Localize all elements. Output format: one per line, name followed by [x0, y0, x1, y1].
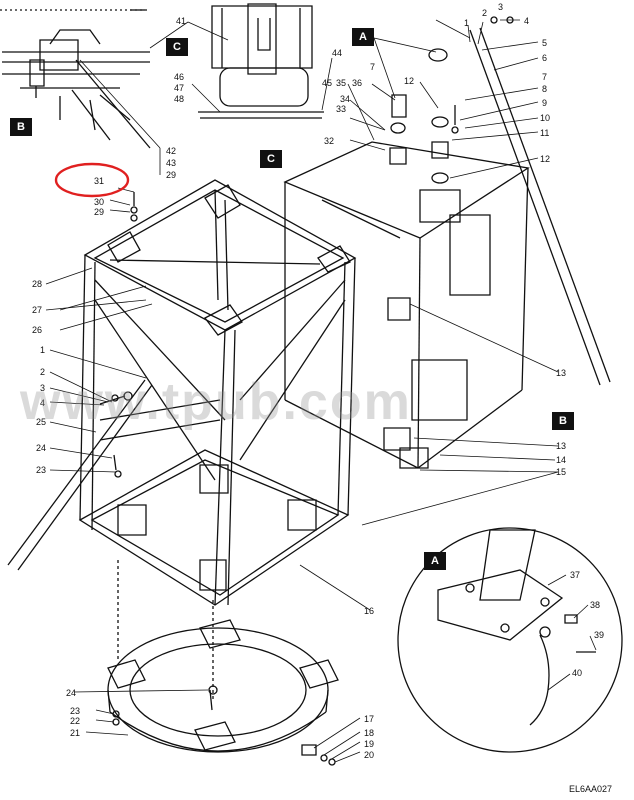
callout-18: 18	[364, 728, 375, 738]
callout-20: 20	[364, 750, 375, 760]
callout-10: 10	[540, 113, 551, 123]
callout-5: 5	[542, 38, 548, 48]
callout-9: 9	[542, 98, 548, 108]
callout-40: 40	[572, 668, 583, 678]
detail-badge-c-frame: C	[260, 150, 282, 168]
callout-24: 24	[36, 443, 47, 453]
callout-25: 25	[36, 417, 47, 427]
callout-19: 19	[364, 739, 375, 749]
callout-41: 41	[176, 16, 187, 26]
callout-8: 8	[542, 84, 548, 94]
watermark: www.tpub.com	[20, 373, 412, 431]
callout-2: 2	[40, 367, 46, 377]
callout-28: 28	[32, 279, 43, 289]
callout-12-left: 12	[404, 76, 415, 86]
callout-12-right: 12	[540, 154, 551, 164]
detail-badge-a-inset: A	[424, 552, 446, 570]
callout-2-top: 2	[482, 8, 488, 18]
callout-36: 36	[352, 78, 363, 88]
detail-badge-c: C	[166, 38, 188, 56]
detail-c-inset	[198, 4, 324, 118]
callout-11: 11	[540, 128, 550, 138]
detail-badge-b-cabinet: B	[552, 412, 574, 430]
callout-7-left: 7	[370, 62, 376, 72]
callout-31: 31	[94, 176, 105, 186]
equipment-cabinet	[285, 49, 528, 468]
detail-badge-b: B	[10, 118, 32, 136]
callout-21: 21	[70, 728, 81, 738]
callout-16: 16	[364, 606, 375, 616]
callout-17: 17	[364, 714, 375, 724]
callout-23-ring: 23	[70, 706, 81, 716]
highlight-ring	[56, 164, 128, 196]
callout-45: 45	[322, 78, 333, 88]
callout-3-top: 3	[498, 2, 504, 12]
callout-3: 3	[40, 383, 46, 393]
callout-13-upper: 13	[556, 368, 567, 378]
callout-39: 39	[594, 630, 605, 640]
callout-48: 48	[174, 94, 185, 104]
callout-43: 43	[166, 158, 177, 168]
callout-6: 6	[542, 53, 548, 63]
callout-35: 35	[336, 78, 347, 88]
callout-44: 44	[332, 48, 343, 58]
callout-22: 22	[70, 716, 81, 726]
callout-26: 26	[32, 325, 43, 335]
detail-a-inset	[398, 528, 622, 752]
callout-34: 34	[340, 94, 351, 104]
small-hardware	[100, 17, 513, 765]
callout-7: 7	[542, 72, 548, 82]
callout-47: 47	[174, 83, 185, 93]
callout-30: 30	[94, 197, 105, 207]
callout-13-lower: 13	[556, 441, 567, 451]
callout-1-top: 1	[464, 18, 470, 28]
callout-15: 15	[556, 467, 567, 477]
strut-bars	[8, 28, 610, 570]
callout-37: 37	[570, 570, 581, 580]
callout-4: 4	[40, 398, 46, 408]
frame-assembly	[80, 180, 355, 605]
leader-lines	[46, 20, 596, 762]
callout-29: 29	[94, 207, 105, 217]
callout-4-top: 4	[524, 16, 530, 26]
callout-38: 38	[590, 600, 601, 610]
detail-badge-a-top: A	[352, 28, 374, 46]
callout-1: 1	[40, 345, 46, 355]
mount-ring	[108, 560, 338, 752]
detail-b-inset	[0, 10, 150, 148]
callout-46: 46	[174, 72, 185, 82]
callout-23: 23	[36, 465, 47, 475]
callout-29-inset: 29	[166, 170, 177, 180]
figure-code: EL6AA027	[568, 784, 612, 794]
callout-14: 14	[556, 455, 567, 465]
callout-27: 27	[32, 305, 43, 315]
callout-33: 33	[336, 104, 347, 114]
callout-32: 32	[324, 136, 335, 146]
callout-24-ring: 24	[66, 688, 77, 698]
callout-42: 42	[166, 146, 177, 156]
